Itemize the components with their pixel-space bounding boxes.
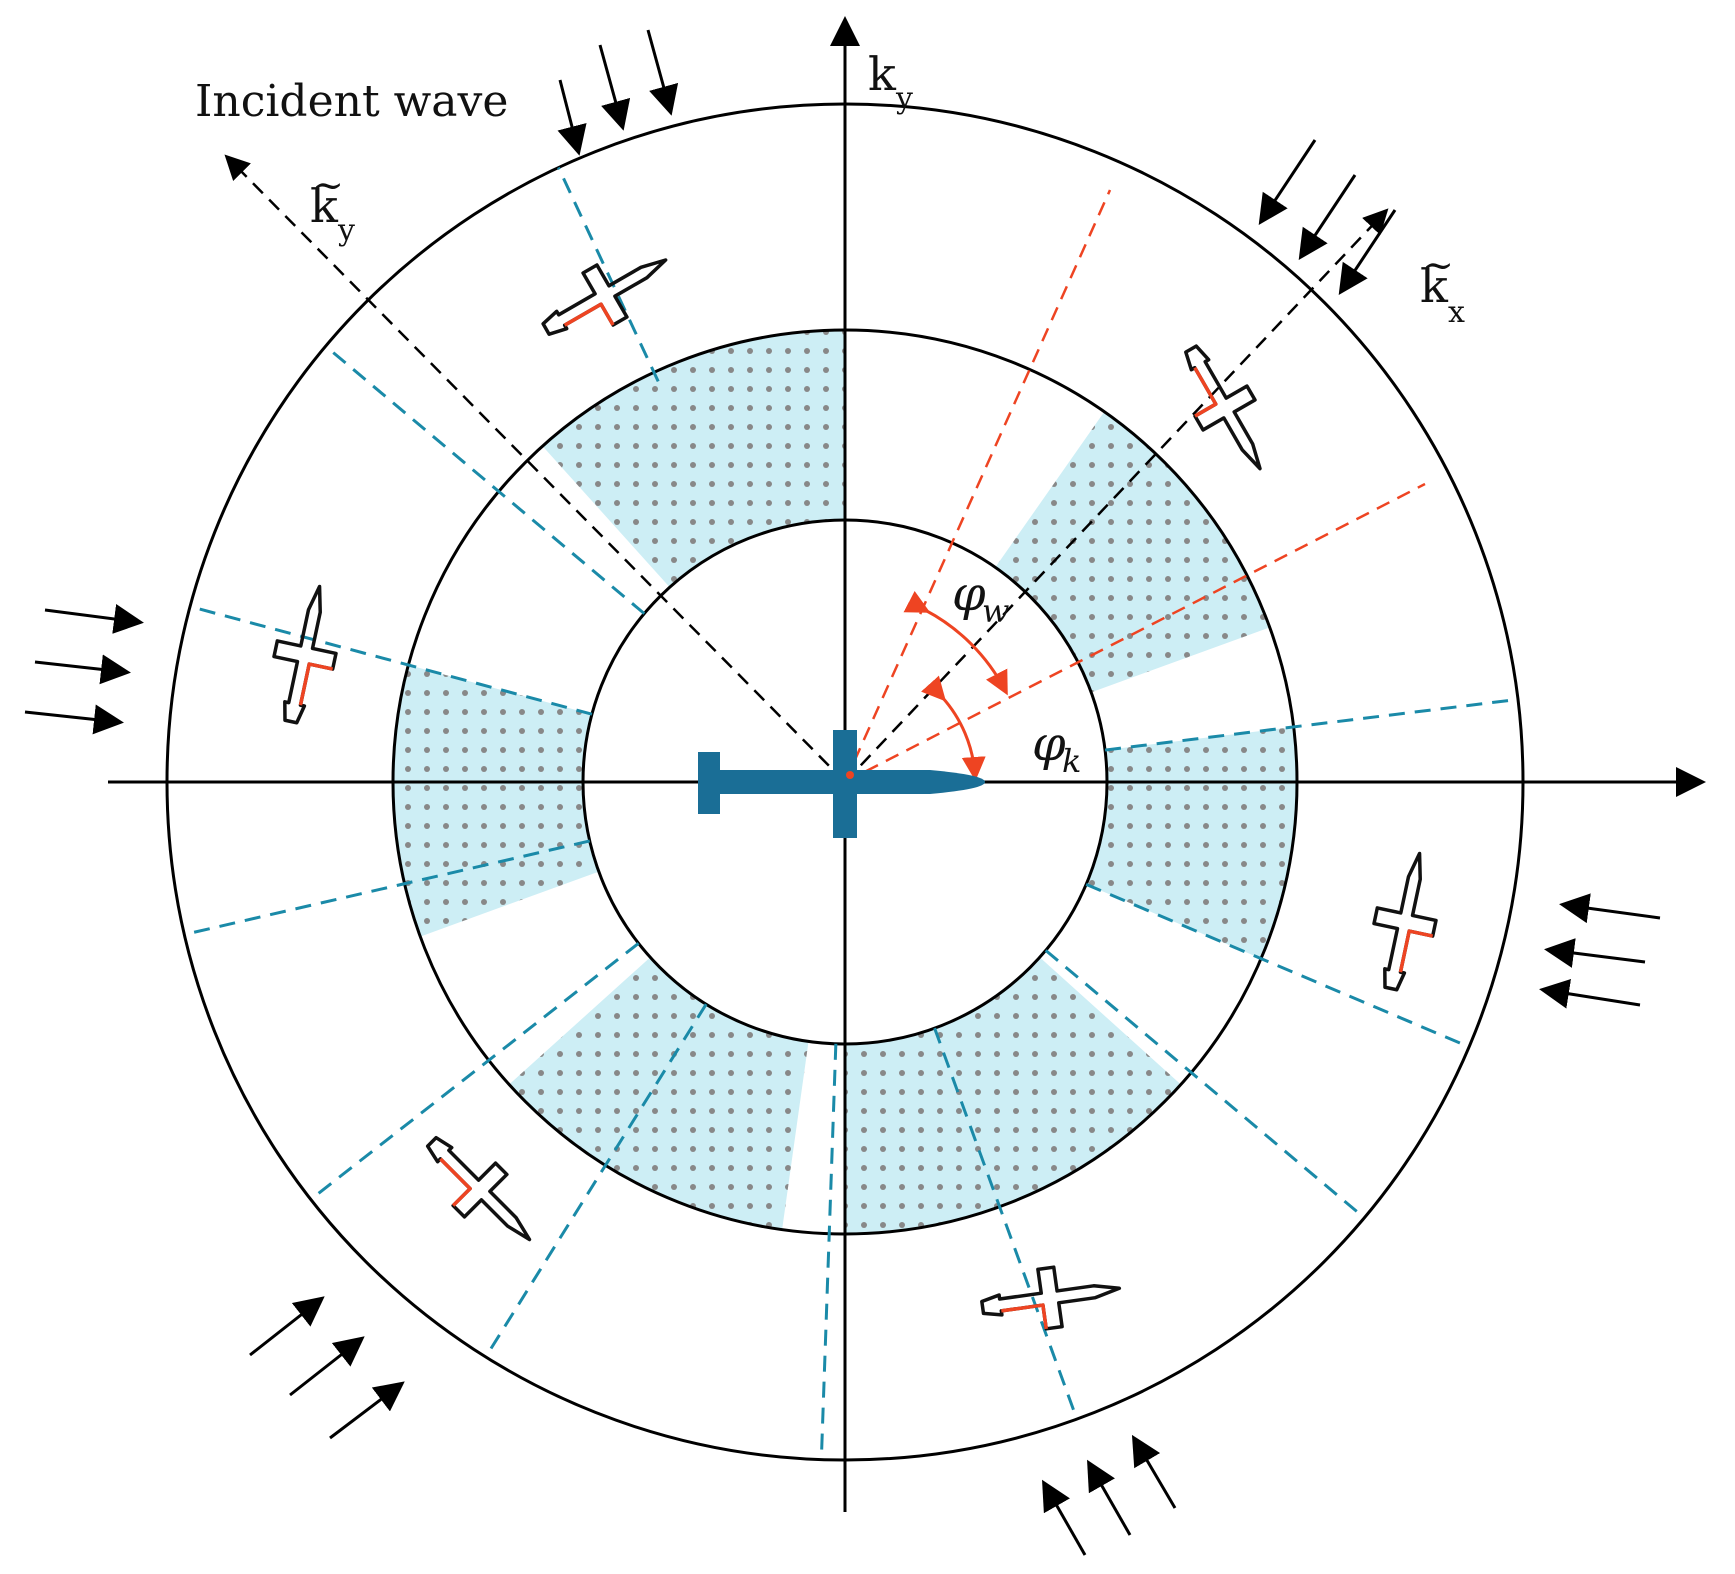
aircraft-outline [980, 1265, 1122, 1331]
sector-boundary-9 [1044, 949, 1366, 1219]
aircraft-outline-icon-3 [1184, 344, 1262, 471]
angle-arcs [903, 591, 1008, 781]
svg-text:y: y [895, 81, 913, 116]
svg-text:~: ~ [1422, 243, 1454, 287]
sector-dots-4 [845, 957, 1181, 1234]
svg-text:k: k [1420, 259, 1449, 313]
arrow-icon-2-2 [1298, 174, 1357, 261]
outer-aircraft [272, 258, 1438, 1331]
aircraft-highlight [1398, 929, 1434, 973]
aircraft-outline-icon-2 [272, 584, 338, 725]
tail-fin [698, 752, 720, 814]
arrow-icon-1-2 [598, 44, 631, 131]
sector-dots-3 [509, 957, 809, 1230]
arrow-icon-4-2 [1544, 938, 1646, 968]
origin-point [846, 771, 854, 779]
svg-text:k: k [310, 179, 339, 233]
ky-tilde-axis [224, 154, 846, 783]
shaded-sectors [393, 330, 1297, 1234]
sector-dots-5 [1086, 726, 1297, 959]
arrow-icon-5-2 [1087, 1459, 1132, 1536]
aircraft-outline [272, 584, 338, 725]
svg-text:φ: φ [952, 566, 986, 622]
arrow-icon-5-3 [1131, 1434, 1177, 1509]
svg-text:φ: φ [1032, 716, 1066, 772]
sector-boundary-5 [309, 942, 640, 1201]
arrow-icon-3-3 [24, 704, 124, 735]
svg-text:y: y [337, 213, 355, 248]
arrow-icon-1-1 [557, 79, 587, 156]
sector-boundary-8 [933, 1027, 1079, 1420]
aircraft-highlight [439, 1157, 472, 1207]
arrow-icon-6-3 [329, 1381, 405, 1440]
angle-line-upper [843, 189, 1112, 783]
aircraft-outline [1372, 851, 1438, 992]
sector-dots-6 [995, 411, 1270, 693]
sector-boundary-3 [189, 605, 593, 716]
phi-w-label: φ w [952, 566, 1009, 630]
central-aircraft-icon [698, 730, 985, 838]
sector-boundary-7 [819, 1043, 838, 1460]
kx-tilde-label: ~ k x [1420, 243, 1465, 330]
svg-text:k: k [1062, 742, 1081, 780]
sector-dots-1 [542, 330, 845, 588]
incident-wave-label: Incident wave [195, 76, 508, 127]
arrow-icon-4-1 [1559, 893, 1661, 924]
ky-label: k y [868, 47, 913, 116]
angle-lines [843, 189, 1426, 784]
aircraft-highlight [1193, 366, 1218, 418]
sector-dots-2 [393, 665, 599, 937]
wing [833, 730, 857, 838]
svg-text:w: w [982, 592, 1009, 630]
arrow-icon-6-1 [249, 1296, 325, 1357]
phi-w-arc [903, 591, 1008, 696]
sector-boundary-4 [184, 839, 591, 936]
aircraft-highlight [1001, 1303, 1048, 1330]
ky-tilde-label: ~ k y [310, 163, 355, 248]
sector-boundary-6 [484, 1003, 708, 1358]
sector-boundaries [184, 166, 1519, 1460]
aircraft-outline [1184, 344, 1262, 471]
arrow-icon-5-1 [1042, 1479, 1087, 1556]
arrow-icon-1-3 [646, 29, 679, 116]
aircraft-outline-icon-6 [425, 1135, 532, 1242]
sector-boundary-10 [1085, 882, 1470, 1049]
aircraft-highlight [563, 302, 615, 327]
aircraft-highlight [298, 662, 334, 706]
phi-k-arc [921, 675, 986, 781]
sector-boundary-11 [1104, 697, 1519, 752]
arrow-icon-3-1 [44, 604, 144, 634]
aircraft-outline-icon-4 [1372, 851, 1438, 992]
incoming-arrows [24, 29, 1661, 1556]
arrow-icon-2-3 [1338, 209, 1397, 296]
aircraft-outline-icon-1 [541, 258, 668, 336]
sector-boundary-1 [557, 166, 660, 383]
arrow-icon-6-2 [289, 1336, 365, 1397]
arrow-icon-3-2 [34, 654, 131, 685]
aircraft-outline-icon-5 [980, 1265, 1122, 1331]
aircraft-outline [541, 258, 668, 336]
svg-text:x: x [1448, 295, 1465, 330]
svg-text:~: ~ [312, 163, 344, 207]
arrow-icon-2-1 [1258, 139, 1317, 226]
arrow-icon-4-3 [1539, 978, 1641, 1009]
phi-k-label: φ k [1032, 716, 1081, 780]
angle-line-mid [844, 482, 1426, 784]
svg-text:k: k [868, 47, 897, 101]
sector-boundary-2 [324, 345, 646, 615]
kx-tilde-axis [844, 208, 1389, 783]
aircraft-outline [425, 1135, 532, 1242]
